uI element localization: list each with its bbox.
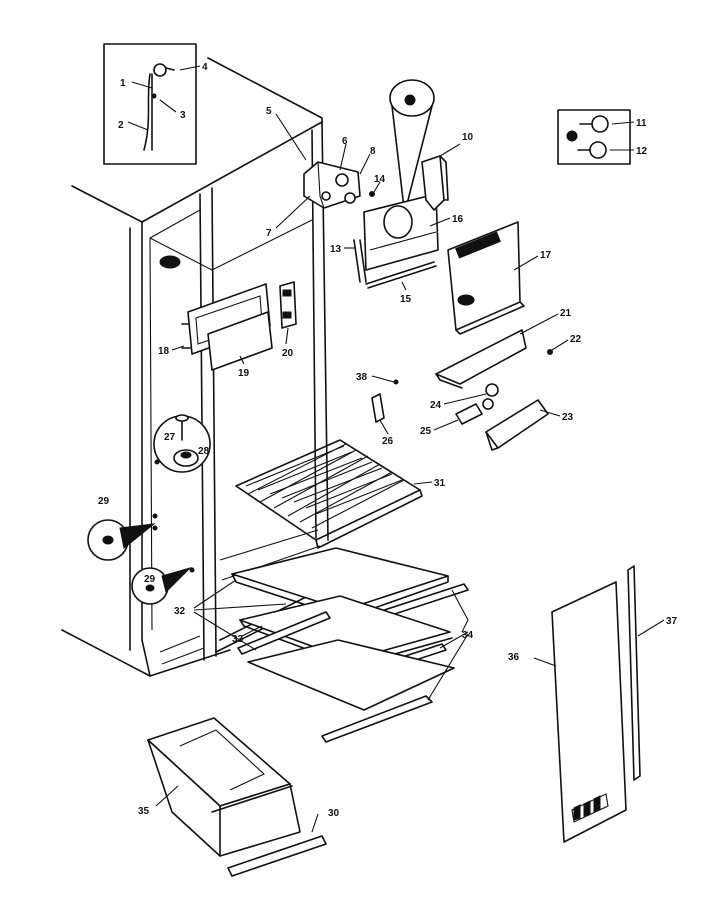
callout-1: 1: [120, 78, 126, 89]
callout-20: 20: [282, 348, 294, 359]
callout-23: 23: [562, 412, 574, 423]
bracket-part-21: [435, 329, 553, 389]
plug-part-29-lower: [131, 566, 192, 605]
inset-roller-circle: [153, 414, 211, 473]
callout-2: 2: [118, 120, 124, 131]
callout-24: 24: [430, 400, 442, 411]
callout-7: 7: [266, 228, 272, 239]
callout-27: 27: [164, 432, 176, 443]
plug-part-29-upper: [87, 519, 156, 561]
callout-35: 35: [138, 806, 150, 817]
shelf-trim-part-33: [237, 611, 331, 655]
inset-detail-box: [103, 43, 197, 165]
bin-basket-part-35: [147, 717, 301, 857]
callout-28: 28: [198, 446, 210, 457]
gasket-strip-part-37: [627, 565, 641, 781]
callout-13: 13: [330, 244, 342, 255]
callout-34: 34: [462, 630, 474, 641]
callout-5: 5: [266, 106, 272, 117]
callout-38: 38: [356, 372, 368, 383]
callout-33: 33: [232, 634, 244, 645]
knob-part-25: [455, 403, 483, 425]
thermostat-part-24: [482, 383, 499, 410]
callout-12: 12: [636, 146, 648, 157]
leader-lines: [127, 65, 665, 833]
back-panel-part-36: [551, 581, 627, 843]
clip-part-26: [371, 379, 399, 423]
kickplate-part-30: [227, 835, 327, 877]
callout-17: 17: [540, 250, 552, 261]
callout-3: 3: [180, 110, 186, 121]
cover-part-23: [485, 399, 549, 451]
light-socket-part-20: [279, 281, 297, 329]
callout-29-upper: 29: [98, 496, 110, 507]
cabinet-hole-plug: [159, 255, 181, 269]
callout-31: 31: [434, 478, 446, 489]
callout-29-lower: 29: [144, 574, 156, 585]
callout-37: 37: [666, 616, 678, 627]
callout-4: 4: [202, 62, 208, 73]
shelf-trim-part-34-lower: [321, 695, 433, 743]
callout-6: 6: [342, 136, 348, 147]
callout-15: 15: [400, 294, 412, 305]
bracket-part-10: [421, 155, 449, 211]
callout-10: 10: [462, 132, 474, 143]
callout-25: 25: [420, 426, 432, 437]
callout-21: 21: [560, 308, 572, 319]
duct-cover-part-17: [447, 221, 525, 335]
callout-8: 8: [370, 146, 376, 157]
shelf-glass-part-32-lower: [247, 639, 455, 711]
callout-32: 32: [174, 606, 186, 617]
callout-14: 14: [374, 174, 386, 185]
damper-control-assembly: [303, 161, 375, 209]
callout-19: 19: [238, 368, 250, 379]
callout-labels: 1 2 3 4 5 6 7 8 10 11 12 13 14 15 16 17 …: [98, 62, 678, 819]
wire-shelf-part-31: [235, 439, 423, 549]
light-lens-part-19: [207, 311, 273, 371]
callout-22: 22: [570, 334, 582, 345]
inset-light-socket-box: [557, 109, 631, 165]
callout-30: 30: [328, 808, 340, 819]
callout-26: 26: [382, 436, 394, 447]
callout-18: 18: [158, 346, 170, 357]
fan-bracket-assembly: [353, 79, 439, 289]
callout-11: 11: [636, 118, 647, 129]
callout-16: 16: [452, 214, 464, 225]
callout-36: 36: [508, 652, 520, 663]
